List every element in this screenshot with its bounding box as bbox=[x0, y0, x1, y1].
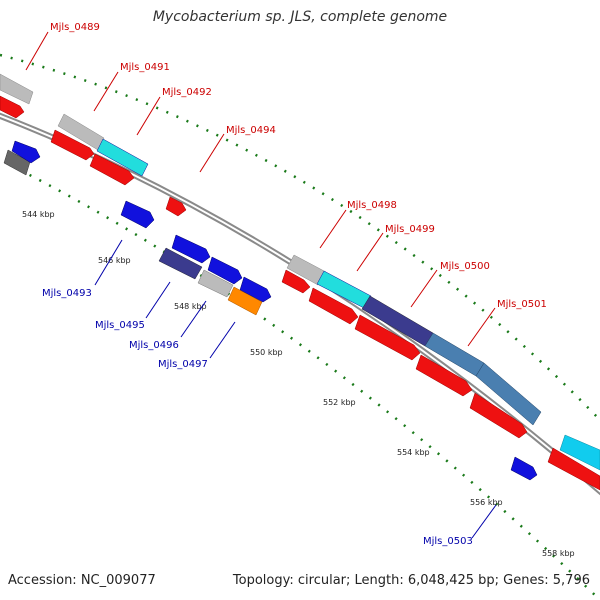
label-mjls-0494[interactable]: Mjls_0494 bbox=[226, 125, 276, 136]
gene-mjls-0503[interactable] bbox=[510, 456, 538, 481]
leader-mjls-0496 bbox=[180, 300, 207, 338]
cds-mjls-0500b[interactable] bbox=[415, 354, 473, 397]
genome-summary: Topology: circular; Length: 6,048,425 bp… bbox=[232, 573, 590, 588]
gene-mjls-0496[interactable] bbox=[197, 269, 234, 298]
cds-mjls-0499[interactable] bbox=[308, 287, 359, 325]
reverse-labels: Mjls_0493 Mjls_0495 Mjls_0496 Mjls_0497 … bbox=[42, 239, 497, 547]
gene-rev-d[interactable] bbox=[239, 276, 272, 303]
leader-mjls-0499 bbox=[356, 232, 384, 272]
label-mjls-0500[interactable]: Mjls_0500 bbox=[440, 261, 490, 272]
cds-mjls-0489[interactable] bbox=[0, 95, 25, 119]
gene-rev-b[interactable] bbox=[171, 234, 211, 264]
scale-tick-558: 558 kbp bbox=[542, 549, 575, 558]
label-mjls-0489[interactable]: Mjls_0489 bbox=[50, 22, 100, 33]
gene-mjls-0492[interactable] bbox=[96, 138, 149, 177]
leader-mjls-0489 bbox=[25, 31, 49, 71]
label-mjls-0491[interactable]: Mjls_0491 bbox=[120, 62, 170, 73]
leader-mjls-0503 bbox=[471, 504, 497, 539]
scale-tick-554: 554 kbp bbox=[397, 448, 430, 457]
leader-mjls-0501 bbox=[467, 307, 496, 347]
gene-mjls-0497[interactable] bbox=[227, 286, 263, 316]
label-mjls-0496[interactable]: Mjls_0496 bbox=[129, 340, 179, 351]
tick-arc-outer bbox=[0, 53, 600, 421]
reverse-genes bbox=[3, 140, 538, 481]
leader-mjls-0498 bbox=[319, 209, 347, 249]
label-mjls-0501[interactable]: Mjls_0501 bbox=[497, 299, 547, 310]
leader-mjls-0497 bbox=[209, 321, 236, 359]
label-mjls-0493[interactable]: Mjls_0493 bbox=[42, 288, 92, 299]
gene-mjls-0493[interactable] bbox=[120, 200, 155, 229]
scale-tick-550: 550 kbp bbox=[250, 348, 283, 357]
accession-text: Accession: NC_009077 bbox=[8, 573, 156, 588]
gene-mjls-0489[interactable] bbox=[0, 73, 34, 105]
scale-tick-548: 548 kbp bbox=[174, 302, 207, 311]
scale-tick-546: 546 kbp bbox=[98, 256, 131, 265]
scale-tick-544: 544 kbp bbox=[22, 210, 55, 219]
cds-mjls-0491[interactable] bbox=[50, 129, 95, 161]
forward-genes bbox=[0, 73, 600, 471]
gene-mjls-0498[interactable] bbox=[286, 254, 327, 286]
cds-mjls-0500[interactable] bbox=[354, 314, 421, 361]
label-mjls-0495[interactable]: Mjls_0495 bbox=[95, 320, 145, 331]
label-mjls-0492[interactable]: Mjls_0492 bbox=[162, 87, 212, 98]
leader-mjls-0495 bbox=[145, 281, 171, 319]
scale-labels: 544 kbp 546 kbp 548 kbp 550 kbp 552 kbp … bbox=[22, 210, 575, 558]
leader-mjls-0500 bbox=[410, 269, 438, 308]
leader-mjls-0491 bbox=[93, 71, 119, 112]
gene-right-edge[interactable] bbox=[559, 434, 600, 471]
scale-tick-556: 556 kbp bbox=[470, 498, 503, 507]
label-mjls-0498[interactable]: Mjls_0498 bbox=[347, 200, 397, 211]
tick-arc-inner bbox=[9, 163, 600, 600]
map-title: Mycobacterium sp. JLS, complete genome bbox=[152, 9, 448, 25]
cds-mjls-0494[interactable] bbox=[165, 196, 187, 217]
leader-mjls-0493 bbox=[94, 239, 123, 286]
label-mjls-0499[interactable]: Mjls_0499 bbox=[385, 224, 435, 235]
cds-mjls-0498[interactable] bbox=[281, 269, 311, 294]
gene-rev-a[interactable] bbox=[11, 140, 41, 164]
gene-mjls-0502[interactable] bbox=[475, 362, 542, 426]
cds-mjls-0492[interactable] bbox=[89, 153, 135, 186]
leader-mjls-0492 bbox=[136, 96, 161, 136]
leader-mjls-0494 bbox=[199, 133, 225, 173]
gene-mjls-0495[interactable] bbox=[158, 247, 203, 280]
gene-rev-c[interactable] bbox=[207, 256, 243, 285]
scale-tick-552: 552 kbp bbox=[323, 398, 356, 407]
label-mjls-0497[interactable]: Mjls_0497 bbox=[158, 359, 208, 370]
cds-right-edge[interactable] bbox=[547, 447, 600, 491]
cds-mjls-0501[interactable] bbox=[469, 392, 528, 439]
forward-labels: Mjls_0489 Mjls_0491 Mjls_0492 Mjls_0494 … bbox=[25, 22, 547, 347]
forward-cds bbox=[0, 95, 600, 491]
label-mjls-0503[interactable]: Mjls_0503 bbox=[423, 536, 473, 547]
